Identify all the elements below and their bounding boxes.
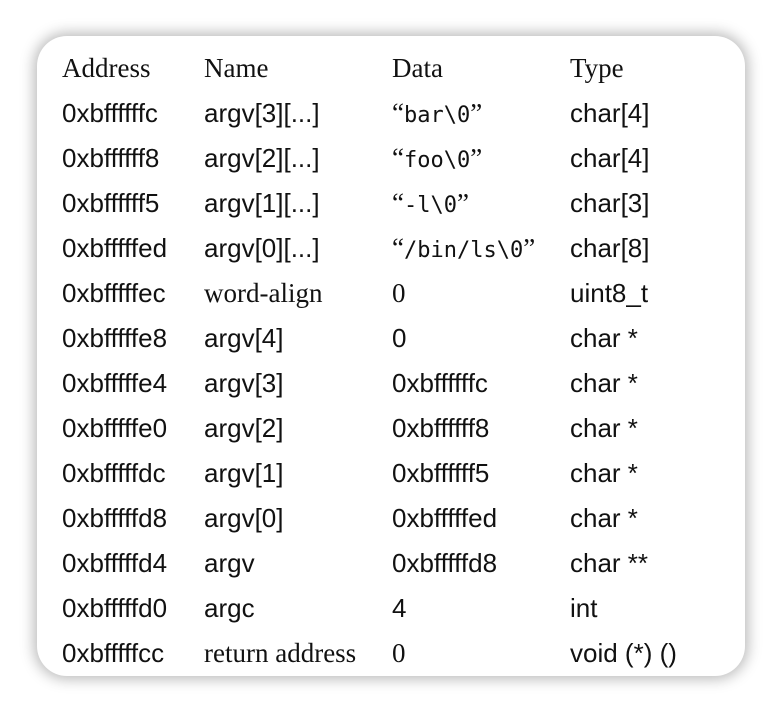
type-cell: int [570,593,598,623]
type-cell: char[4] [570,98,650,128]
open-quote: “ [392,233,404,263]
header-address: Address [62,53,151,83]
address-cell: 0xbfffffd0 [62,593,168,623]
type-cell: char * [570,503,638,533]
header-name: Name [204,53,269,83]
data-cell: “foo\0” [392,136,482,185]
stack-layout-card: Address Name Data Type 0xbffffffc argv[3… [37,36,745,676]
data-cell: 4 [392,593,407,623]
open-quote: “ [392,98,404,128]
name-cell: argv[0] [204,503,284,533]
address-cell: 0xbffffffc [62,98,158,128]
name-cell: argv[2] [204,413,284,443]
address-cell: 0xbfffffcc [62,638,165,668]
name-cell: argv[4] [204,323,284,353]
string-literal: foo\0 [403,148,471,173]
name-cell: argc [204,593,255,623]
header-type: Type [570,53,624,83]
header-data: Data [392,53,443,83]
name-cell: argv[1][...] [204,188,320,218]
open-quote: “ [392,188,404,218]
address-cell: 0xbffffff5 [62,188,160,218]
close-quote: ” [470,98,483,128]
name-cell: return address [204,638,357,668]
data-cell: 0 [392,278,406,308]
data-cell: 0xbfffffed [392,503,498,533]
string-literal: bar\0 [403,103,471,128]
address-cell: 0xbfffffec [62,278,166,308]
close-quote: ” [470,143,483,173]
type-cell: char * [570,368,638,398]
string-literal: /bin/ls\0 [403,238,524,263]
address-cell: 0xbfffffe4 [62,368,168,398]
name-cell: argv [204,548,255,578]
name-cell: argv[2][...] [204,143,320,173]
close-quote: ” [523,233,536,263]
address-cell: 0xbffffff8 [62,143,160,173]
name-cell: argv[3] [204,368,284,398]
type-cell: char[4] [570,143,650,173]
address-cell: 0xbfffffed [62,233,168,263]
name-cell: argv[0][...] [204,233,320,263]
address-cell: 0xbfffffe0 [62,413,168,443]
string-literal: -l\0 [403,193,457,218]
data-cell: 0 [392,323,407,353]
type-cell: uint8_t [570,278,649,308]
name-cell: word-align [204,278,323,308]
data-cell: 0 [392,638,406,668]
data-cell: 0xbffffffc [392,368,488,398]
type-cell: char * [570,323,638,353]
data-cell: “-l\0” [392,181,469,230]
open-quote: “ [392,143,404,173]
data-cell: 0xbfffffd8 [392,548,498,578]
data-cell: 0xbffffff5 [392,458,490,488]
type-cell: char ** [570,548,649,578]
name-cell: argv[1] [204,458,284,488]
type-cell: char * [570,458,638,488]
data-cell: 0xbffffff8 [392,413,490,443]
data-cell: “/bin/ls\0” [392,226,535,275]
type-cell: char * [570,413,638,443]
address-cell: 0xbfffffd4 [62,548,168,578]
type-cell: char[3] [570,188,650,218]
close-quote: ” [456,188,469,218]
type-cell: char[8] [570,233,650,263]
address-cell: 0xbfffffe8 [62,323,168,353]
type-cell: void (*) () [570,638,677,668]
address-cell: 0xbfffffd8 [62,503,168,533]
data-cell: “bar\0” [392,91,482,140]
address-cell: 0xbfffffdc [62,458,166,488]
name-cell: argv[3][...] [204,98,320,128]
